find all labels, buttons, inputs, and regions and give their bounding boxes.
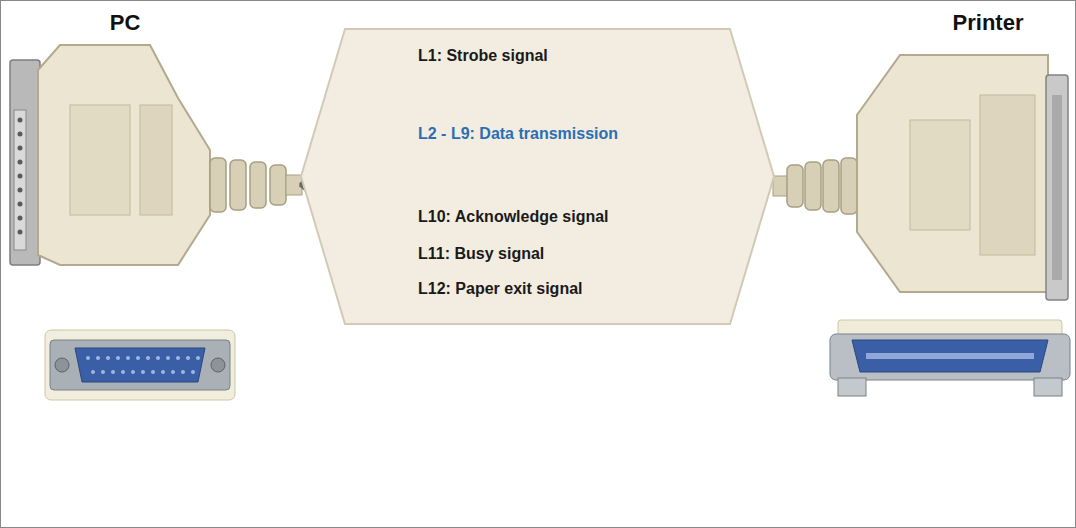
signal-name: L11: Busy signal xyxy=(418,244,544,263)
pc-plug xyxy=(10,45,302,265)
printer-plug xyxy=(773,55,1068,300)
device-label: PC xyxy=(110,10,141,36)
signal-name: L12: Paper exit signal xyxy=(418,279,583,298)
signal-name: L10: Acknowledge signal xyxy=(418,207,609,226)
data-signal-name: L2 - L9: Data transmission xyxy=(418,124,618,143)
centronics-connector xyxy=(830,320,1070,396)
signal-hexagon: L1: Strobe signal L2 - L9: Data transmiss… xyxy=(300,28,775,325)
db25-connector xyxy=(45,330,235,400)
device-label: Printer xyxy=(953,10,1024,36)
signal-name: L1: Strobe signal xyxy=(418,46,548,65)
